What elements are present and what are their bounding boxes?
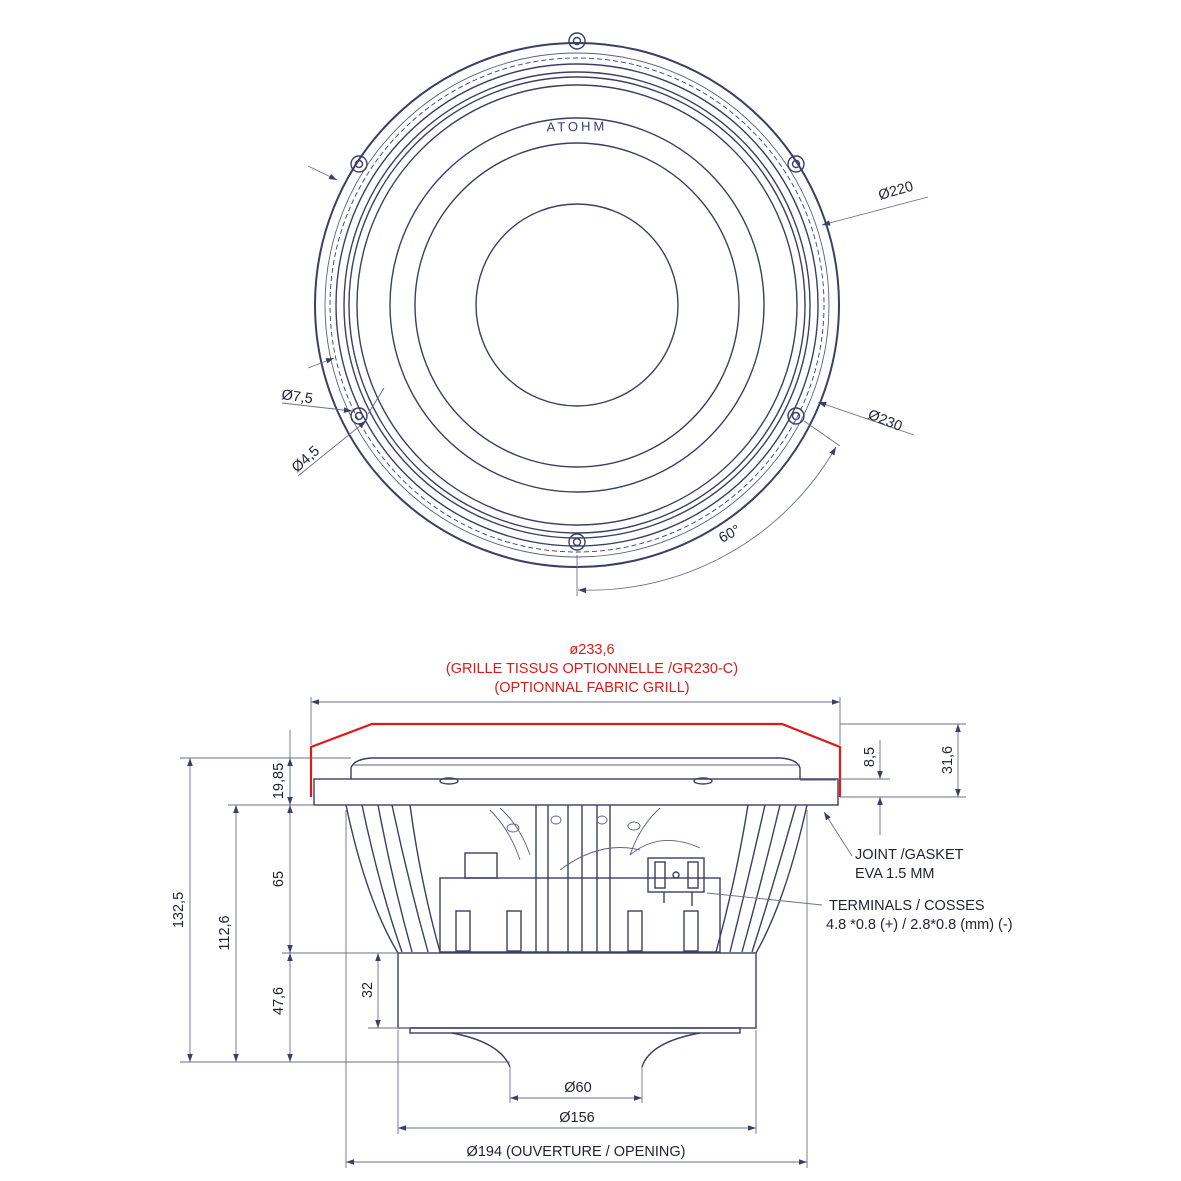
note-leaders <box>706 811 853 906</box>
basket <box>345 804 808 954</box>
dim-diameter-156: Ø156 <box>559 1110 594 1126</box>
grill-note-french: (GRILLE TISSUS OPTIONNELLE /GR230-C) <box>446 661 738 677</box>
grill-note-english: (OPTIONNAL FABRIC GRILL) <box>494 680 689 696</box>
dim-height-31-6: 31,6 <box>940 746 956 774</box>
mounting-hole <box>787 155 805 173</box>
gasket-note-line1: JOINT /GASKET <box>855 847 964 863</box>
dim-height-65: 65 <box>271 871 287 887</box>
vertical-dimensions-left <box>180 730 510 1063</box>
vertical-dimensions-right <box>838 723 966 835</box>
top-view: ATOHM Ø220 Ø230 Ø7,5 Ø4,5 60° <box>280 32 929 596</box>
fabric-grill-outline <box>309 722 842 797</box>
dim-height-47-6: 47,6 <box>271 987 287 1015</box>
top-view-dimension-lines <box>281 165 929 596</box>
frame-flange <box>313 757 839 806</box>
mounting-hole <box>350 155 368 173</box>
dim-diameter-230: Ø230 <box>866 407 905 435</box>
grill-diameter-label: ø233,6 <box>569 642 614 658</box>
dim-diameter-7-5: Ø7,5 <box>280 387 313 407</box>
mounting-hole <box>787 407 805 425</box>
terminals-note-line1: TERMINALS / COSSES <box>829 898 985 914</box>
terminal-block <box>647 857 705 906</box>
dim-diameter-220: Ø220 <box>877 179 916 204</box>
mounting-hole <box>568 533 586 551</box>
side-view: ø233,6 (GRILLE TISSUS OPTIONNELLE /GR230… <box>171 642 1013 1168</box>
dim-height-19-85: 19,85 <box>271 763 287 799</box>
horizontal-dimensions <box>310 697 841 1168</box>
dim-diameter-194-opening: Ø194 (OUVERTURE / OPENING) <box>467 1144 686 1160</box>
dim-diameter-60: Ø60 <box>564 1080 591 1096</box>
dim-height-8-5: 8,5 <box>862 747 878 767</box>
mounting-holes <box>350 32 805 551</box>
mounting-hole <box>568 32 586 50</box>
gasket-note-line2: EVA 1.5 MM <box>855 866 935 882</box>
brand-logo: ATOHM <box>546 118 607 134</box>
dim-angle-60: 60° <box>716 522 743 546</box>
dim-height-112-6: 112,6 <box>217 915 233 950</box>
dim-height-32: 32 <box>360 982 376 998</box>
terminals-note-line2: 4.8 *0.8 (+) / 2.8*0.8 (mm) (-) <box>826 917 1013 933</box>
motor-magnet <box>397 952 757 1068</box>
dim-diameter-4-5: Ø4,5 <box>289 443 323 476</box>
dim-height-132-5: 132,5 <box>171 892 187 928</box>
